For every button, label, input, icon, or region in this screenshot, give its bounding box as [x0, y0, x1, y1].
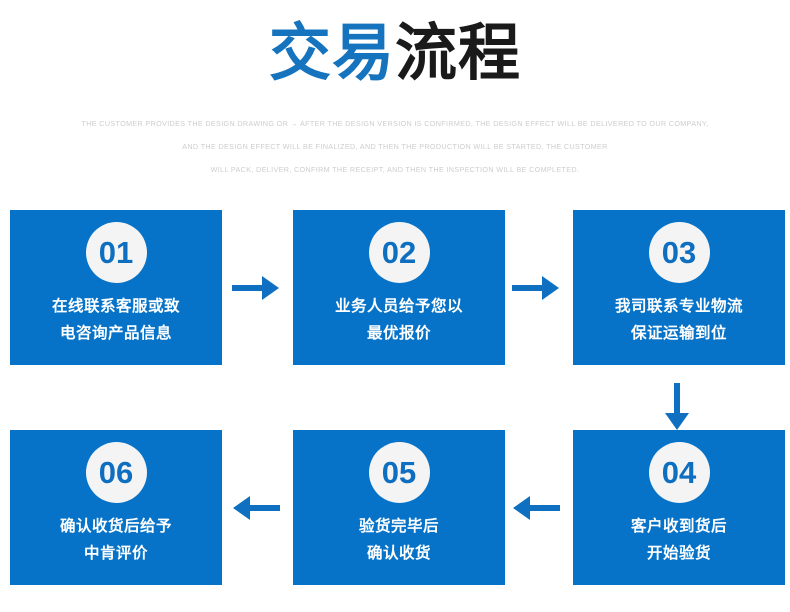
step-description-05: 验货完毕后 确认收货: [359, 513, 439, 567]
arrow-left-icon-step4-to-step5: [513, 496, 560, 520]
step-box-06: 06 确认收货后给予 中肯评价: [10, 430, 222, 585]
step-description-02-line2: 最优报价: [366, 325, 431, 342]
step-box-02: 02 业务人员给予您以 最优报价: [293, 210, 505, 365]
step-box-05: 05 验货完毕后 确认收货: [293, 430, 505, 585]
step-box-04: 04 客户收到货后 开始验货: [573, 430, 785, 585]
step-description-04: 客户收到货后 开始验货: [631, 513, 727, 567]
step-description-04-line1: 客户收到货后: [630, 518, 727, 535]
subtitle-line-1: THE CUSTOMER PROVIDES THE DESIGN DRAWING…: [81, 119, 709, 128]
step-description-01: 在线联系客服或致 电咨询产品信息: [52, 293, 180, 347]
step-description-01-line2: 电咨询产品信息: [59, 325, 172, 342]
step-box-03: 03 我司联系专业物流 保证运输到位: [573, 210, 785, 365]
step-description-03-line1: 我司联系专业物流: [614, 298, 743, 315]
step-description-04-line2: 开始验货: [646, 545, 711, 562]
step-description-02: 业务人员给予您以 最优报价: [335, 293, 463, 347]
arrow-right-icon-step1-to-step2: [232, 276, 279, 300]
step-description-06-line2: 中肯评价: [83, 545, 148, 562]
step-description-06-line1: 确认收货后给予: [59, 518, 172, 535]
page-title: 交易流程: [0, 18, 790, 90]
step-description-05-line1: 验货完毕后: [358, 518, 439, 535]
step-description-06: 确认收货后给予 中肯评价: [60, 513, 172, 567]
arrow-left-icon-step5-to-step6: [233, 496, 280, 520]
step-description-01-line1: 在线联系客服或致: [51, 298, 180, 315]
step-description-05-line2: 确认收货: [366, 545, 431, 562]
step-number-badge-02: 02: [368, 222, 430, 283]
page-title-rest: 流程: [395, 19, 522, 88]
step-box-01: 01 在线联系客服或致 电咨询产品信息: [10, 210, 222, 365]
page-title-accent: 交易: [268, 19, 395, 88]
subtitle-block: THE CUSTOMER PROVIDES THE DESIGN DRAWING…: [0, 112, 790, 181]
subtitle-line-3: WILL PACK, DELIVER, CONFIRM THE RECEIPT,…: [210, 165, 580, 174]
arrow-down-icon-step3-to-step4: [665, 383, 689, 430]
header: 交易流程 THE CUSTOMER PROVIDES THE DESIGN DR…: [0, 0, 790, 195]
step-number-badge-05: 05: [368, 442, 430, 503]
step-number-badge-01: 01: [85, 222, 147, 283]
step-description-03-line2: 保证运输到位: [630, 325, 727, 342]
step-description-02-line1: 业务人员给予您以: [334, 298, 463, 315]
subtitle-line-2: AND THE DESIGN EFFECT WILL BE FINALIZED,…: [182, 142, 608, 151]
step-number-badge-03: 03: [648, 222, 710, 283]
step-number-badge-06: 06: [85, 442, 147, 503]
step-description-03: 我司联系专业物流 保证运输到位: [615, 293, 743, 347]
arrow-right-icon-step2-to-step3: [512, 276, 559, 300]
step-number-badge-04: 04: [648, 442, 710, 503]
